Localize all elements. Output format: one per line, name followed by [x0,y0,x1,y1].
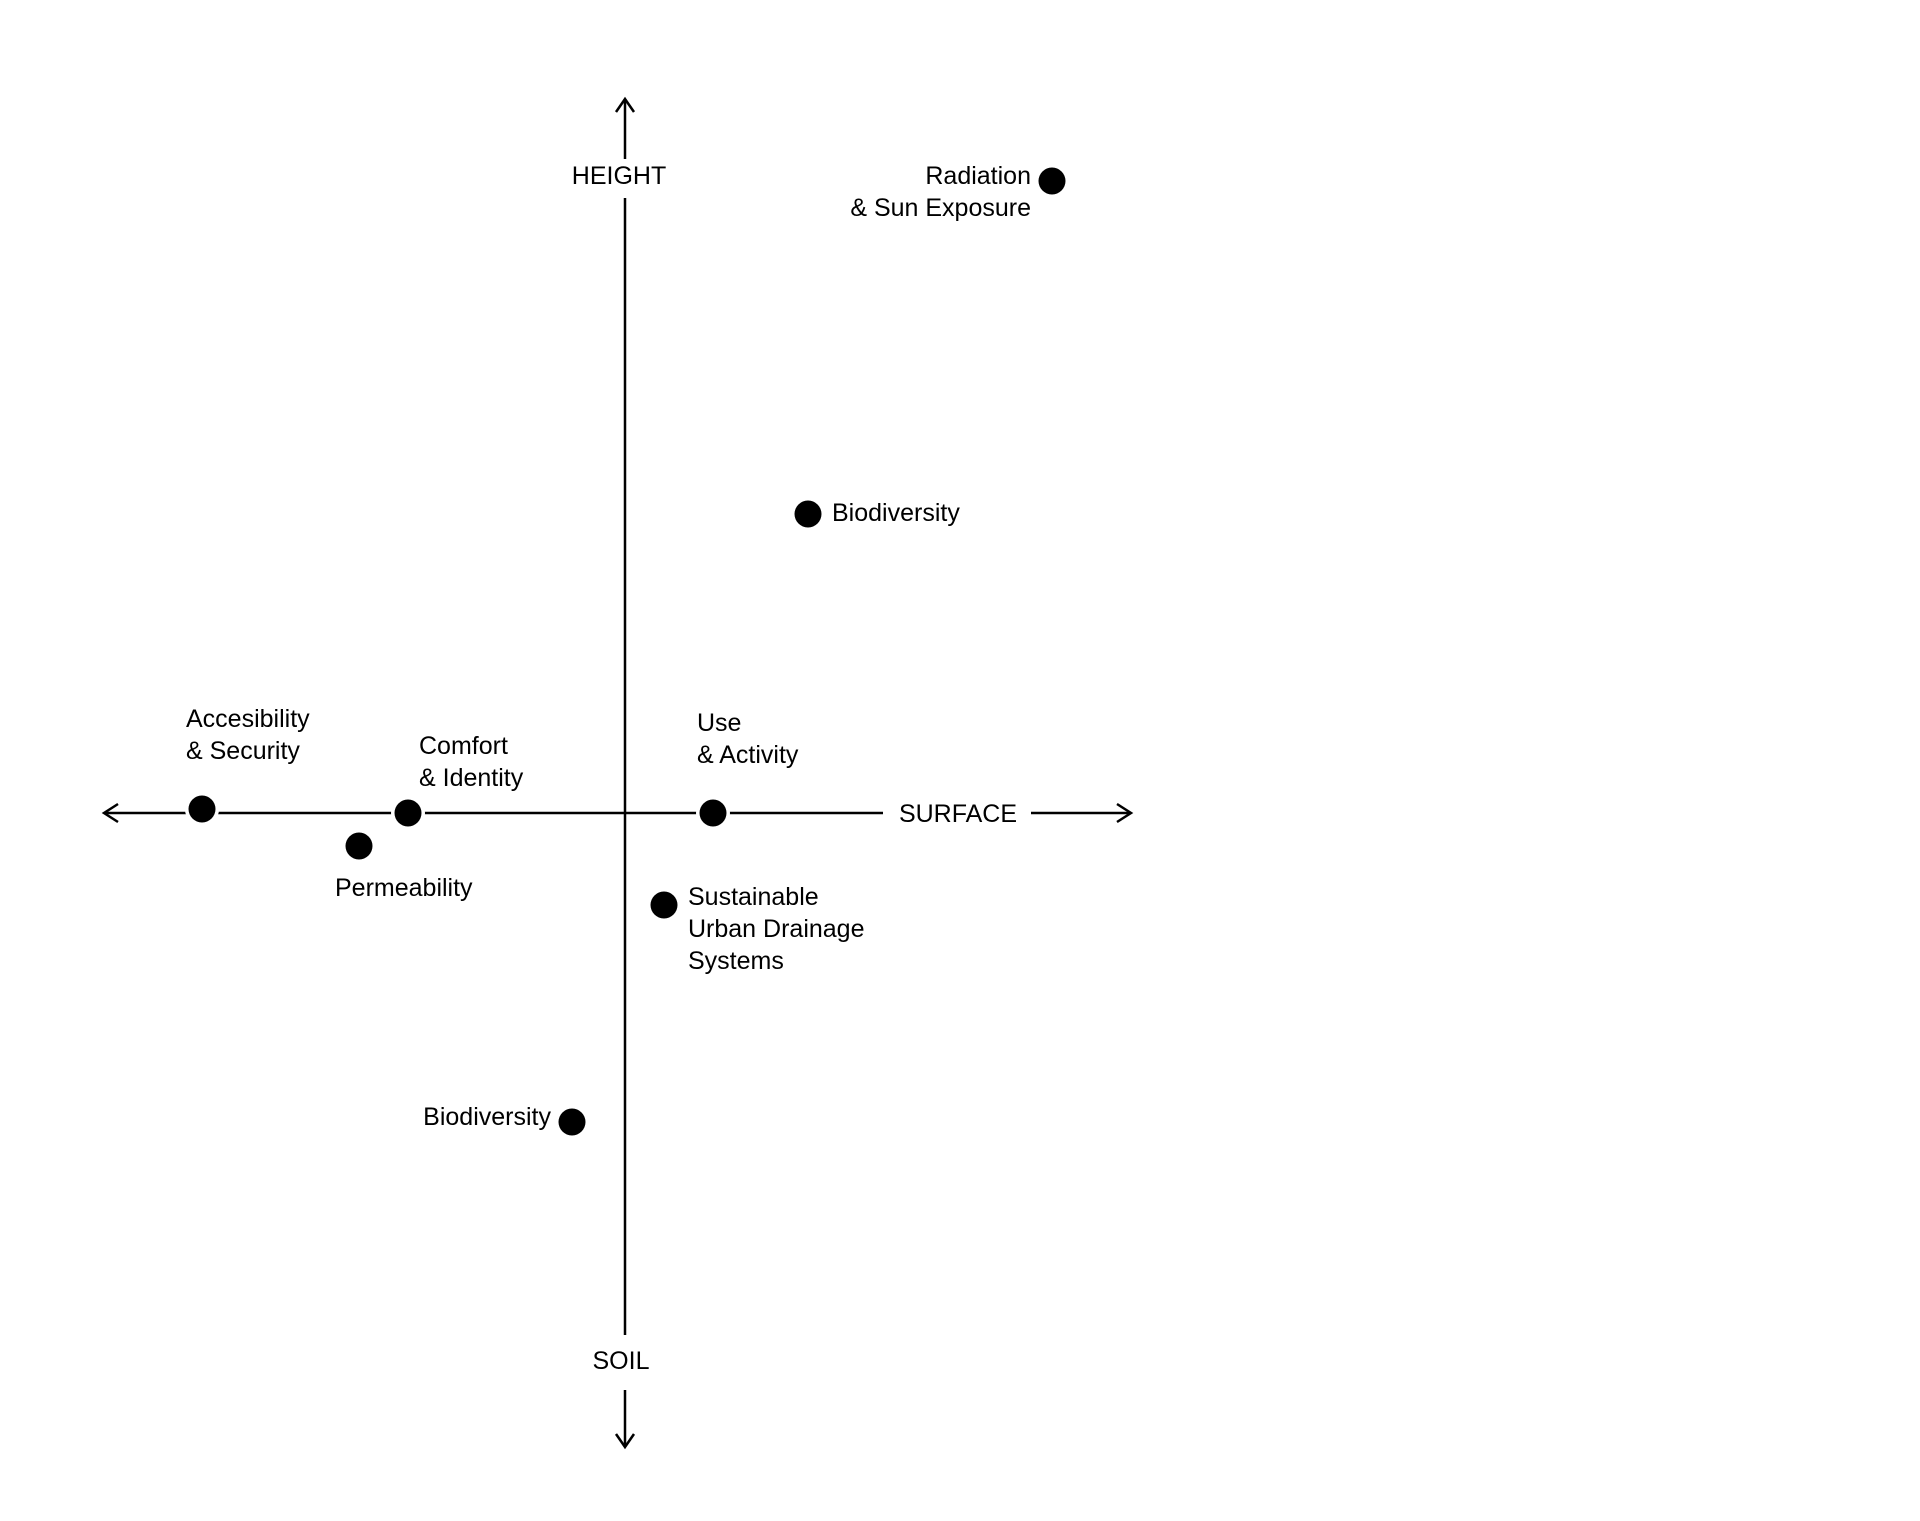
point-label: Comfort [419,732,508,760]
point-label: Permeability [335,874,473,902]
point-label: Radiation [925,162,1031,190]
arrow-down-icon [614,1433,636,1450]
data-point [391,796,425,830]
point-label: & Security [186,737,300,765]
axis-label-height: HEIGHT [572,162,666,190]
point-label: & Activity [697,741,799,769]
data-point [342,829,376,863]
data-point [1035,164,1069,198]
data-point [185,792,219,826]
axis-label-surface: SURFACE [899,800,1017,828]
point-label: Urban Drainage [688,915,865,943]
data-point [791,497,825,531]
arrow-right-icon [1116,802,1134,824]
point-label: Sustainable [688,883,819,911]
data-point [555,1105,589,1139]
arrow-up-icon [614,96,636,113]
arrow-left-icon [101,802,119,824]
point-label: & Identity [419,764,524,792]
point-label: Systems [688,947,784,975]
point-label: Accesibility [186,705,310,733]
data-point [647,888,681,922]
point-label: Use [697,709,741,737]
point-label: & Sun Exposure [850,194,1031,222]
point-label: Biodiversity [423,1103,551,1131]
axis-label-soil: SOIL [593,1347,650,1375]
data-point [696,796,730,830]
point-label: Biodiversity [832,499,960,527]
